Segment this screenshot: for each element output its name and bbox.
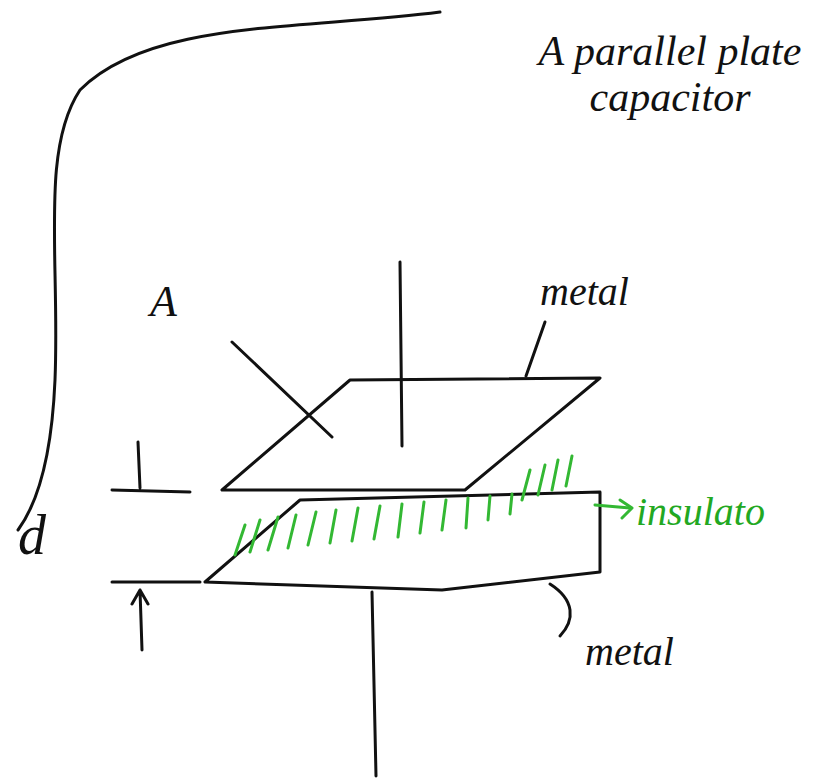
dimension-line xyxy=(112,442,200,650)
area-leader xyxy=(232,342,332,437)
diagram-title: A parallel plate capacitor xyxy=(520,28,820,120)
wire xyxy=(372,592,376,776)
part-label: metal xyxy=(540,270,629,314)
area-label: A xyxy=(150,278,177,326)
bracket xyxy=(18,12,440,530)
dimension-label: d xyxy=(18,505,46,567)
insulator-hatch xyxy=(235,456,632,555)
leader-line xyxy=(550,584,570,636)
part-label: metal xyxy=(585,630,674,674)
part-label: insulato xyxy=(636,490,765,534)
leader-line xyxy=(526,322,545,376)
wire xyxy=(400,262,402,446)
